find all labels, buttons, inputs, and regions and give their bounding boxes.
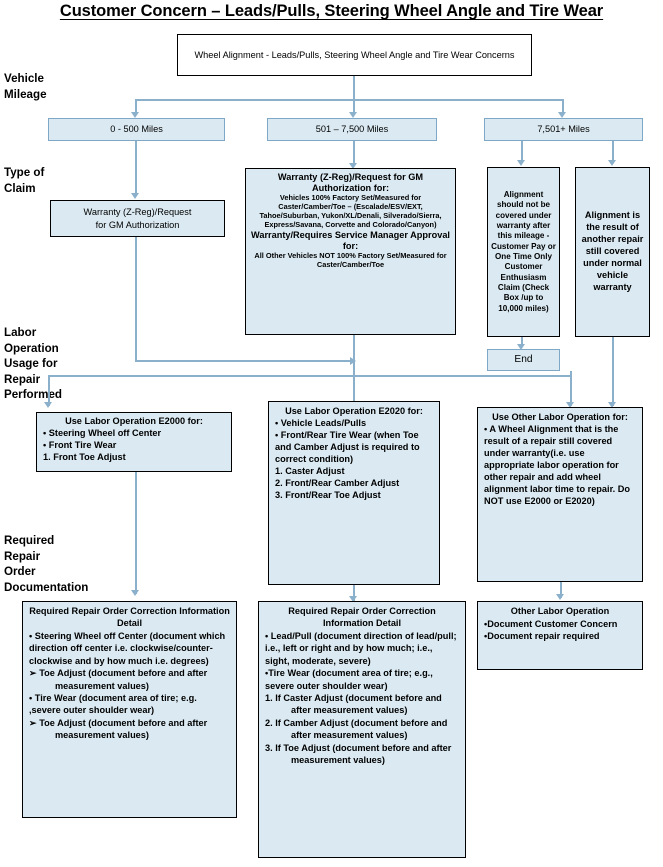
doc-middle-item-3: 2. If Camber Adjust (document before and… — [265, 717, 448, 741]
arrowhead-e2020-to-doc — [349, 596, 357, 602]
doc-middle-item-4: 3. If Toe Adjust (document before and af… — [265, 742, 452, 766]
row-label-required-ro-doc: Required Repair Order Documentation — [4, 534, 89, 594]
row-label-type-of-claim: Type of Claim — [4, 166, 45, 195]
arrowhead-to-end — [517, 344, 525, 350]
mileage-box-7501-plus-label: 7,501+ Miles — [537, 124, 590, 135]
doc-middle-item-0: • Lead/Pull (document direction of lead/… — [265, 630, 457, 666]
labor-e2000-item-0: • Steering Wheel off Center — [43, 427, 162, 438]
doc-middle-item-2: 1. If Caster Adjust (document before and… — [265, 693, 442, 716]
claim-mid-bullet2-title: Warranty/Requires Service Manager Approv… — [251, 229, 450, 251]
arrowhead-mileage-right — [558, 112, 566, 118]
arrowhead-rail-to-e2000 — [44, 402, 52, 408]
connector-mid-to-claim — [353, 141, 355, 166]
labor-e2020-item-1: • Front/Rear Tire Wear (when Toe and Cam… — [275, 429, 420, 464]
end-box-label: End — [514, 354, 533, 366]
claim-box-high-mileage-a: Alignment should not be covered under wa… — [487, 167, 560, 337]
doc-middle-title: Required Repair Order Correction Informa… — [288, 606, 436, 628]
claim-low-line2: for GM Authorization — [95, 219, 180, 230]
doc-right-title: Other Labor Operation — [510, 606, 610, 616]
mileage-box-501-7500: 501 – 7,500 Miles — [267, 118, 437, 141]
connector-end-left-rail — [48, 375, 571, 377]
connector-high-b-down — [612, 337, 614, 406]
mileage-box-0-500: 0 - 500 Miles — [48, 118, 225, 141]
connector-high-b-stem — [612, 141, 614, 163]
doc-left-item-3: ➢ Toe Adjust (document before and after … — [29, 717, 208, 741]
connector-claim-low-down — [135, 237, 137, 361]
labor-e2000-item-1: • Front Tire Wear — [43, 439, 117, 450]
doc-left-item-1: ➢ Toe Adjust (document before and after … — [29, 668, 208, 691]
arrowhead-rail-to-other-labor — [566, 402, 574, 408]
claim-box-high-mileage-b: Alignment is the result of another repai… — [575, 167, 650, 337]
connector-other-to-doc — [560, 582, 562, 598]
labor-box-e2000: Use Labor Operation E2000 for: • Steerin… — [36, 412, 232, 472]
arrowhead-mileage-left — [131, 112, 139, 118]
doc-box-left: Required Repair Order Correction Informa… — [22, 601, 237, 818]
start-box-text: Wheel Alignment - Leads/Pulls, Steering … — [194, 49, 515, 60]
connector-rail-to-other-labor — [570, 375, 572, 406]
doc-middle-item-1: •Tire Wear (document area of tire; e.g.,… — [265, 668, 433, 691]
mileage-box-7501-plus: 7,501+ Miles — [484, 118, 643, 141]
connector-start-stem — [353, 76, 355, 100]
labor-e2020-item-2: 1. Caster Adjust — [275, 465, 345, 476]
connector-claim-low-right — [135, 360, 353, 362]
connector-0500-to-claim — [135, 141, 137, 196]
doc-right-item-0: •Document Customer Concern — [484, 618, 618, 629]
claim-box-mid-mileage: Warranty (Z-Reg)/Request for GM Authoriz… — [245, 168, 456, 335]
claim-low-line1: Warranty (Z-Reg)/Request — [83, 207, 192, 218]
arrowhead-e2000-to-doc — [131, 590, 139, 596]
connector-drop-mid — [353, 99, 355, 115]
arrowhead-0500-to-claim — [131, 193, 139, 199]
arrowhead-high-b-down — [608, 402, 616, 408]
labor-box-e2020: Use Labor Operation E2020 for: • Vehicle… — [268, 401, 440, 585]
doc-left-item-2: • Tire Wear (document area of tire; e.g.… — [29, 693, 197, 716]
page-title: Customer Concern – Leads/Pulls, Steering… — [59, 2, 604, 20]
labor-e2020-item-4: 3. Front/Rear Toe Adjust — [275, 489, 381, 500]
end-box: End — [487, 349, 560, 371]
arrowhead-high-b — [608, 160, 616, 166]
connector-rail-to-e2000 — [48, 375, 50, 406]
arrowhead-high-a — [517, 160, 525, 166]
mileage-box-0-500-label: 0 - 500 Miles — [110, 124, 163, 135]
claim-mid-bullet1-body: Vehicles 100% Factory Set/Measured for C… — [259, 193, 442, 229]
connector-drop-right — [562, 99, 564, 115]
row-label-vehicle-mileage: Vehicle Mileage — [4, 72, 47, 101]
labor-e2020-title: Use Labor Operation E2020 for: — [285, 406, 423, 416]
arrowhead-mid-to-claim — [349, 163, 357, 169]
labor-box-other: Use Other Labor Operation for: • A Wheel… — [477, 407, 643, 582]
labor-e2020-item-0: • Vehicle Leads/Pulls — [275, 417, 367, 428]
labor-e2000-item-2: 1. Front Toe Adjust — [43, 451, 126, 462]
doc-box-right: Other Labor Operation •Document Customer… — [477, 601, 643, 670]
connector-high-a-to-end — [521, 337, 523, 347]
connector-high-a-stem — [521, 141, 523, 163]
labor-other-item-0: • A Wheel Alignment that is the result o… — [484, 423, 631, 506]
connector-distributor — [135, 99, 563, 101]
arrowhead-other-to-doc — [556, 594, 564, 600]
claim-mid-bullet2-body: All Other Vehicles NOT 100% Factory Set/… — [254, 250, 447, 269]
connector-e2020-to-doc — [353, 585, 355, 601]
arrowhead-mileage-mid — [349, 112, 357, 118]
claim-mid-bullet1-title: Warranty (Z-Reg)/Request for GM Authoriz… — [277, 172, 424, 194]
labor-e2000-title: Use Labor Operation E2000 for: — [65, 416, 203, 426]
doc-right-item-1: •Document repair required — [484, 631, 600, 642]
doc-box-middle: Required Repair Order Correction Informa… — [258, 601, 466, 858]
connector-end-rail-right-riser — [570, 371, 572, 377]
labor-other-title: Use Other Labor Operation for: — [492, 412, 628, 422]
claim-high-b-text: Alignment is the result of another repai… — [581, 210, 644, 292]
labor-e2020-item-3: 2. Front/Rear Camber Adjust — [275, 477, 400, 488]
row-label-labor-operation: Labor Operation Usage for Repair Perform… — [4, 326, 62, 402]
connector-e2000-to-doc — [135, 472, 137, 594]
claim-box-low-mileage: Warranty (Z-Reg)/Request for GM Authoriz… — [50, 200, 225, 237]
doc-left-item-0: • Steering Wheel off Center (document wh… — [29, 630, 226, 666]
mileage-box-501-7500-label: 501 – 7,500 Miles — [315, 124, 389, 135]
claim-high-a-text: Alignment should not be covered under wa… — [491, 189, 556, 313]
connector-drop-left — [135, 99, 137, 115]
doc-left-title: Required Repair Order Correction Informa… — [29, 606, 230, 628]
start-box: Wheel Alignment - Leads/Pulls, Steering … — [177, 34, 532, 76]
connector-claim-mid-down — [353, 335, 355, 406]
